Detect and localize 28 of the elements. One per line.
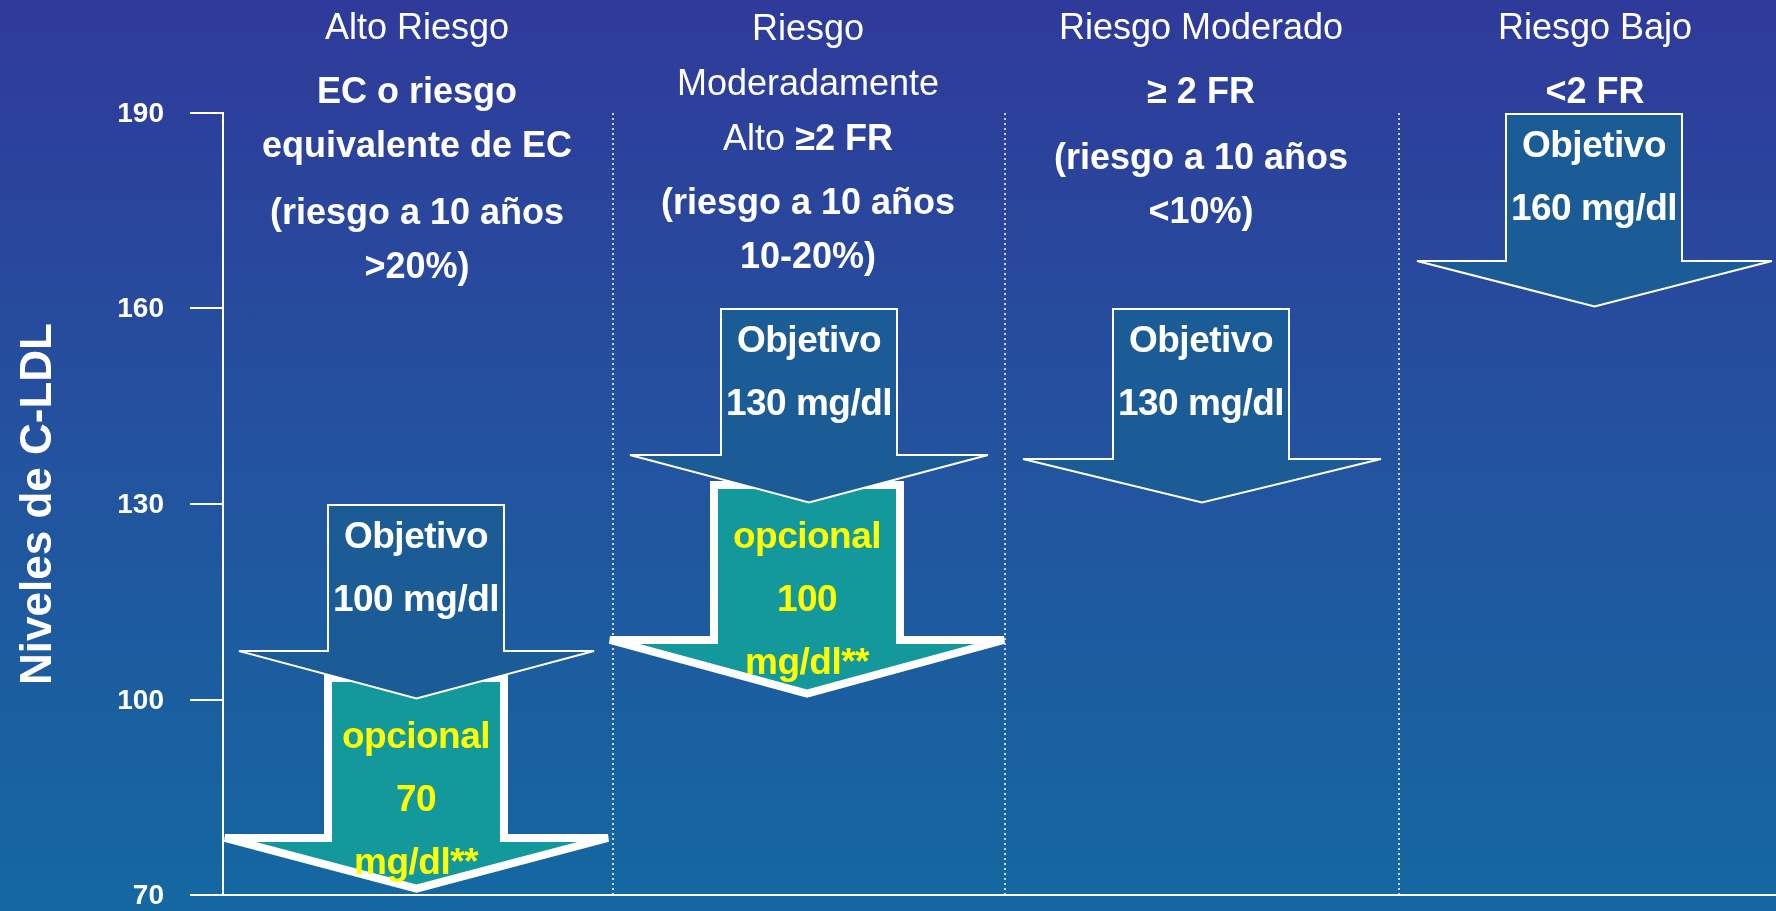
arrow-label: Objetivo 130 mg/dl: [1116, 318, 1286, 425]
target-marker: [606, 481, 1008, 700]
tick-label: 160: [116, 292, 164, 324]
arrow-label: opcional 70 mg/dl**: [340, 714, 492, 884]
arrow-label: Objetivo 160 mg/dl: [1509, 123, 1679, 230]
risk-range: (riesgo a 10 años 10-20%): [659, 180, 957, 278]
column-heading: Riesgo Moderadamente Alto ≥2 FR: [675, 6, 941, 160]
arrow-label: opcional 100 mg/dl**: [731, 514, 883, 684]
tick-label: 130: [116, 488, 164, 520]
tick-label: 190: [116, 97, 164, 129]
axis-title: Niveles de C-LDL: [11, 323, 61, 685]
column-heading: Riesgo Bajo: [1496, 5, 1694, 49]
risk-category: <2 FR: [1544, 69, 1646, 113]
column-heading: Alto Riesgo: [323, 5, 511, 49]
risk-category: ≥ 2 FR: [1146, 69, 1256, 113]
target-marker: [238, 504, 595, 700]
target-marker: [1416, 113, 1773, 308]
arrow-label: Objetivo 130 mg/dl: [724, 318, 894, 425]
risk-category: EC o riesgo equivalente de EC: [260, 69, 574, 167]
tick-label: 100: [116, 684, 164, 716]
arrow-label: Objetivo 100 mg/dl: [331, 514, 501, 621]
risk-range: (riesgo a 10 años >20%): [268, 190, 566, 288]
risk-range: (riesgo a 10 años <10%): [1052, 135, 1350, 233]
tick-label: 70: [131, 879, 164, 911]
target-marker: [629, 308, 989, 504]
target-marker: [221, 674, 612, 895]
target-marker: [1022, 308, 1382, 504]
column-heading: Riesgo Moderado: [1057, 5, 1345, 49]
